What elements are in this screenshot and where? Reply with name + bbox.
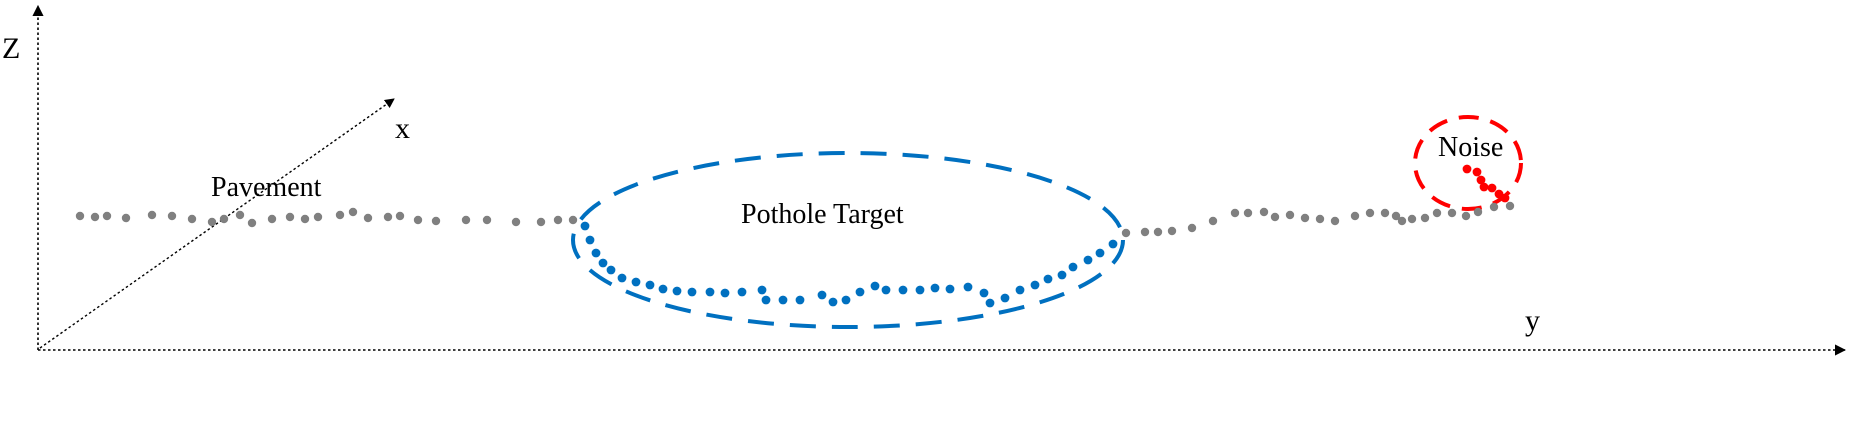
pavement-label: Pavement (211, 172, 322, 203)
x-axis (39, 98, 395, 349)
pavement-points-left (75, 207, 578, 228)
y-axis-label: y (1525, 304, 1540, 337)
axes (32, 4, 1847, 356)
pothole-target-ellipse (571, 151, 1125, 329)
noise-points (1462, 164, 1510, 203)
pothole-target-label: Pothole Target (741, 199, 904, 230)
noise-ellipse (1413, 115, 1523, 211)
noise-label: Noise (1438, 132, 1503, 163)
z-axis-label: Z (2, 32, 20, 65)
pothole-points (580, 221, 1118, 308)
x-axis-label: x (395, 112, 410, 145)
pavement-points-right (1121, 201, 1515, 238)
